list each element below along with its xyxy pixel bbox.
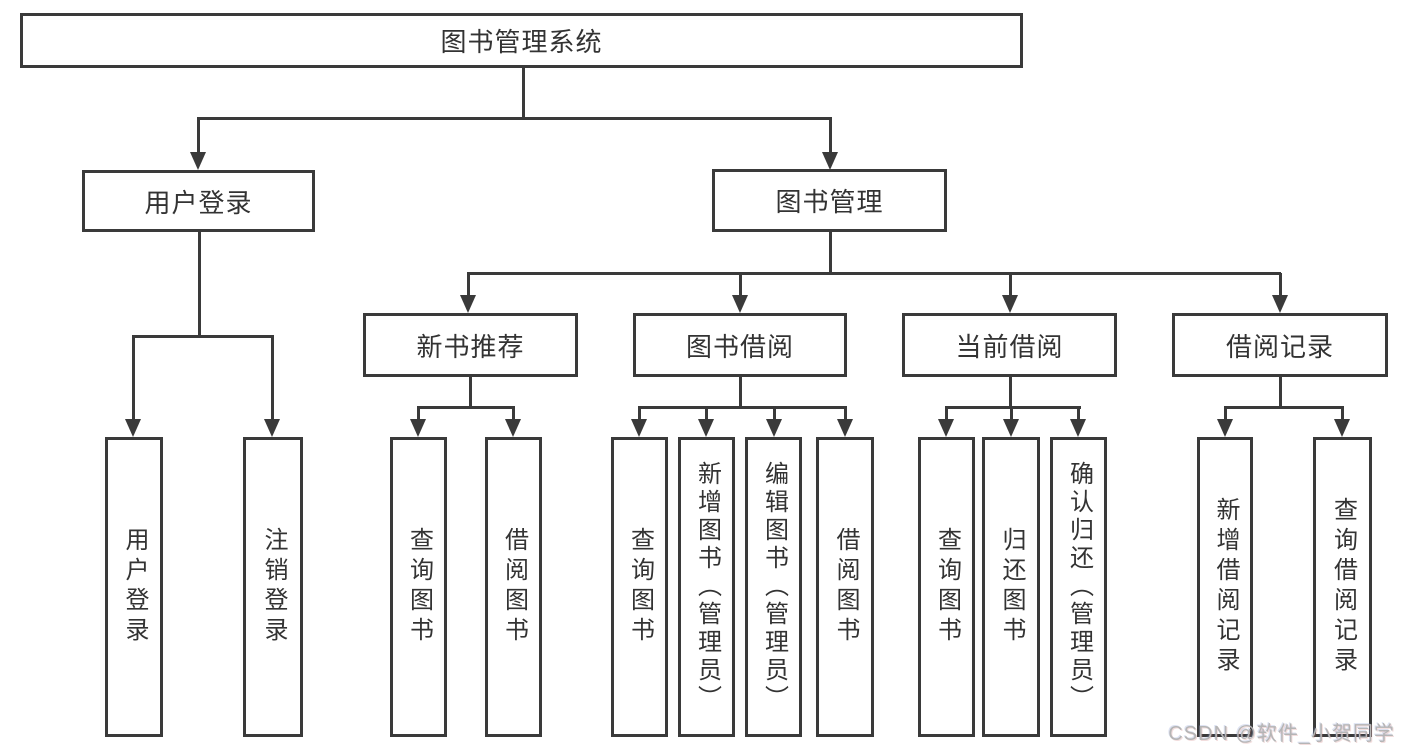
connector-line — [1009, 273, 1012, 295]
node-book-management-label: 图书管理 — [775, 187, 884, 217]
node-library-system-label: 图书管理系统 — [440, 27, 603, 57]
leaf-query-books-current-label: 查询图书 — [933, 527, 961, 647]
leaf-edit-books-admin: 编辑图书（管理员） — [745, 437, 802, 737]
connector-line — [829, 232, 832, 273]
connector-line — [945, 407, 948, 419]
leaf-add-borrow-record-label: 新增借阅记录 — [1212, 497, 1239, 677]
connector-line — [469, 377, 472, 407]
leaf-query-books-recommend: 查询图书 — [390, 437, 447, 737]
connector-line — [638, 407, 641, 419]
arrowhead-down-icon — [190, 152, 206, 170]
arrowhead-down-icon — [264, 419, 280, 437]
leaf-borrow-books-recommend-label: 借阅图书 — [500, 527, 528, 647]
node-current-borrowing: 当前借阅 — [902, 313, 1117, 377]
arrowhead-down-icon — [1334, 419, 1350, 437]
arrowhead-down-icon — [1070, 419, 1086, 437]
node-borrowing-records-label: 借阅记录 — [1225, 331, 1334, 362]
csdn-watermark: CSDN @软件_小贺同学 — [1168, 723, 1395, 745]
connector-line — [1077, 407, 1080, 419]
arrowhead-down-icon — [766, 419, 782, 437]
connector-line — [1279, 273, 1282, 295]
leaf-logout-label: 注销登录 — [260, 527, 287, 647]
arrowhead-down-icon — [698, 419, 714, 437]
leaf-return-books: 归还图书 — [982, 437, 1040, 737]
leaf-user-login-label: 用户登录 — [121, 527, 148, 647]
leaf-add-books-admin: 新增图书（管理员） — [678, 437, 735, 737]
connector-line — [467, 273, 470, 295]
connector-line — [739, 273, 742, 295]
node-book-borrowing-label: 图书借阅 — [685, 331, 794, 362]
arrowhead-down-icon — [460, 295, 476, 313]
connector-line — [1009, 377, 1012, 407]
leaf-return-books-label: 归还图书 — [998, 527, 1025, 647]
leaf-query-borrow-record-label: 查询借阅记录 — [1329, 497, 1357, 677]
arrowhead-down-icon — [505, 419, 521, 437]
arrowhead-down-icon — [822, 152, 838, 170]
connector-line — [1224, 406, 1344, 409]
arrowhead-down-icon — [410, 419, 426, 437]
node-new-book-recommendation: 新书推荐 — [363, 313, 578, 377]
leaf-query-books-current: 查询图书 — [918, 437, 975, 737]
arrowhead-down-icon — [1272, 295, 1288, 313]
connector-line — [197, 118, 200, 152]
connector-line — [417, 407, 420, 419]
arrowhead-down-icon — [1003, 419, 1019, 437]
leaf-confirm-return-admin: 确认归还（管理员） — [1050, 437, 1107, 737]
node-book-borrowing: 图书借阅 — [633, 313, 847, 377]
leaf-query-borrow-record: 查询借阅记录 — [1313, 437, 1372, 737]
connector-line — [197, 117, 832, 120]
connector-line — [829, 118, 832, 152]
connector-line — [638, 406, 847, 409]
leaf-user-login: 用户登录 — [105, 437, 163, 737]
leaf-borrow-books-recommend: 借阅图书 — [485, 437, 542, 737]
connector-line — [512, 407, 515, 419]
connector-line — [132, 335, 274, 338]
node-user-login-label: 用户登录 — [144, 187, 253, 218]
leaf-borrow-books: 借阅图书 — [816, 437, 874, 737]
connector-line — [1224, 407, 1227, 419]
connector-line — [773, 407, 776, 419]
leaf-borrow-books-label: 借阅图书 — [832, 527, 859, 647]
node-borrowing-records: 借阅记录 — [1172, 313, 1388, 377]
arrowhead-down-icon — [938, 419, 954, 437]
arrowhead-down-icon — [837, 419, 853, 437]
connector-line — [1341, 407, 1344, 419]
leaf-query-books-recommend-label: 查询图书 — [405, 527, 433, 647]
connector-line — [1010, 407, 1013, 419]
leaf-logout: 注销登录 — [243, 437, 303, 737]
connector-line — [271, 336, 274, 419]
node-current-borrowing-label: 当前借阅 — [955, 331, 1064, 362]
connector-line — [467, 272, 1281, 275]
connector-line — [739, 377, 742, 407]
connector-line — [705, 407, 708, 419]
leaf-add-borrow-record: 新增借阅记录 — [1197, 437, 1253, 737]
leaf-query-books-borrow: 查询图书 — [611, 437, 668, 737]
connector-line — [945, 406, 1081, 409]
node-new-book-recommendation-label: 新书推荐 — [416, 331, 525, 362]
leaf-add-books-admin-label: 新增图书（管理员） — [693, 461, 721, 713]
connector-line — [132, 336, 135, 419]
connector-line — [522, 68, 525, 118]
node-library-system: 图书管理系统 — [20, 13, 1023, 68]
arrowhead-down-icon — [1217, 419, 1233, 437]
node-user-login: 用户登录 — [82, 170, 315, 232]
connector-line — [844, 407, 847, 419]
arrowhead-down-icon — [631, 419, 647, 437]
connector-line — [1279, 377, 1282, 407]
arrowhead-down-icon — [732, 295, 748, 313]
leaf-query-books-borrow-label: 查询图书 — [626, 527, 654, 647]
node-book-management: 图书管理 — [712, 169, 947, 232]
connector-line — [198, 232, 201, 336]
arrowhead-down-icon — [125, 419, 141, 437]
arrowhead-down-icon — [1002, 295, 1018, 313]
leaf-edit-books-admin-label: 编辑图书（管理员） — [760, 461, 788, 713]
leaf-confirm-return-admin-label: 确认归还（管理员） — [1065, 461, 1093, 713]
connector-line — [417, 406, 515, 409]
